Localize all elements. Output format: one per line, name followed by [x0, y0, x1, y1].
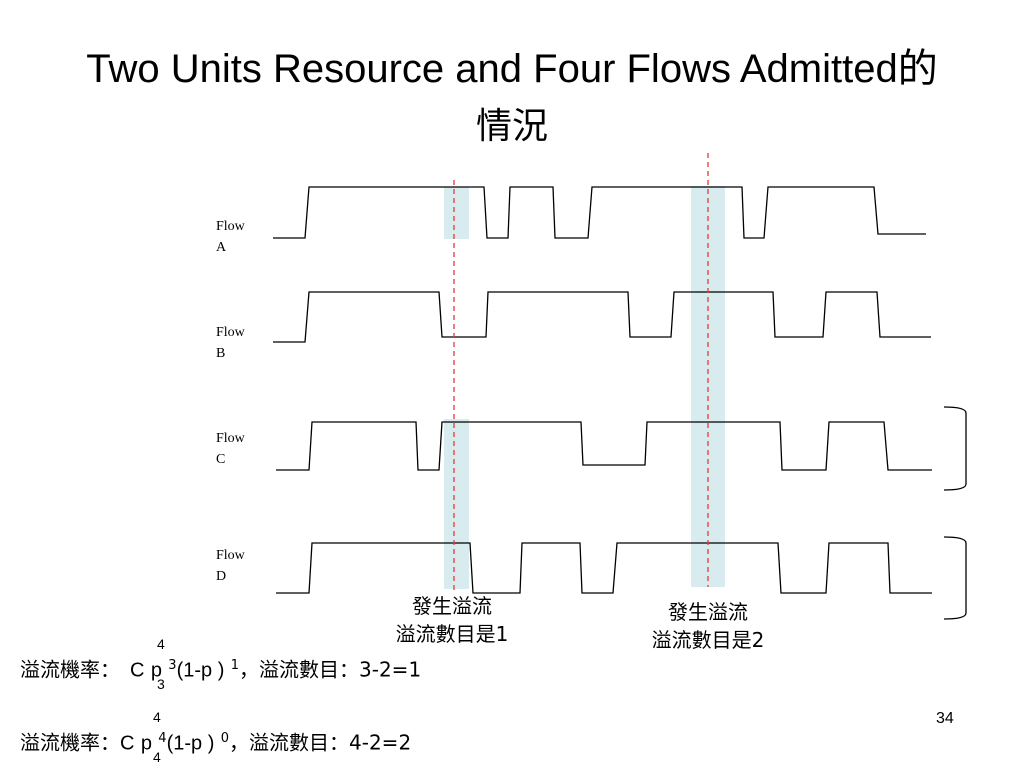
right-bracket-flow-c [943, 406, 967, 491]
formula-1-prefix: 溢流機率： [20, 657, 120, 682]
flow-d-label-id: D [216, 569, 227, 584]
flow-b-label-id: B [216, 346, 226, 361]
right-bracket-flow-d [943, 536, 967, 620]
overflow-callout-2: 發生溢流 溢流數目是2 [628, 598, 788, 654]
formula-2-combination-top: 4 [153, 709, 161, 725]
flow-b-label: Flow B [216, 322, 245, 364]
flow-a-label-id: A [216, 240, 227, 255]
overflow-callout-1-line1: 發生溢流 [412, 594, 492, 618]
flow-c-waveform [276, 421, 932, 471]
formula-2-combination-symbol: C [120, 732, 135, 755]
formula-2-exponent-1: 4 [158, 731, 167, 746]
formula-1-combination-bottom: 3 [157, 676, 165, 692]
formula-1: 溢流機率： C p 3(1-p ) 1，溢流數目：3-2=1 [20, 653, 421, 684]
overflow-highlight-band-1-lower [444, 419, 469, 589]
flow-d-label-text: Flow [216, 548, 245, 563]
page-number: 34 [936, 710, 954, 727]
formula-1-suffix: ，溢流數目：3-2=1 [239, 657, 422, 682]
formula-2-prefix: 溢流機率： [20, 730, 120, 755]
overflow-callout-2-line2: 溢流數目是2 [651, 628, 765, 652]
flow-c-label-text: Flow [216, 431, 245, 446]
flow-a-label-text: Flow [216, 219, 245, 234]
formula-1-combination-top: 4 [157, 636, 165, 652]
flow-b-waveform [273, 291, 931, 343]
overflow-callout-1-line2: 溢流數目是1 [395, 622, 509, 646]
formula-1-combination-symbol: C [130, 659, 145, 682]
flow-c-label: Flow C [216, 428, 245, 470]
overflow-callout-2-line1: 發生溢流 [668, 600, 748, 624]
formula-2-p: p [140, 732, 152, 755]
flow-d-waveform [276, 542, 932, 594]
slide-title-line-2: 情況 [475, 106, 548, 147]
formula-1-term: (1-p ) [176, 659, 225, 682]
formula-1-exponent-1: 3 [168, 658, 177, 673]
formula-2-combination-bottom: 4 [153, 749, 161, 765]
flow-b-label-text: Flow [216, 325, 245, 340]
overflow-callout-1: 發生溢流 溢流數目是1 [372, 592, 532, 648]
formula-2-term: (1-p ) [166, 732, 215, 755]
formula-1-p: p [150, 659, 162, 682]
overflow-highlight-band-1 [444, 187, 469, 239]
formula-2-suffix: ，溢流數目：4-2=2 [229, 730, 412, 755]
formula-2-exponent-2: 0 [220, 731, 230, 746]
flow-a-label: Flow A [216, 216, 245, 258]
flow-c-label-id: C [216, 452, 226, 467]
flow-a-waveform [273, 186, 926, 239]
formula-2: 溢流機率：C p 4(1-p ) 0，溢流數目：4-2=2 [20, 726, 411, 757]
flow-d-label: Flow D [216, 545, 245, 587]
slide-title: Two Units Resource and Four Flows Admitt… [86, 47, 938, 91]
formula-1-exponent-2: 1 [230, 658, 240, 673]
